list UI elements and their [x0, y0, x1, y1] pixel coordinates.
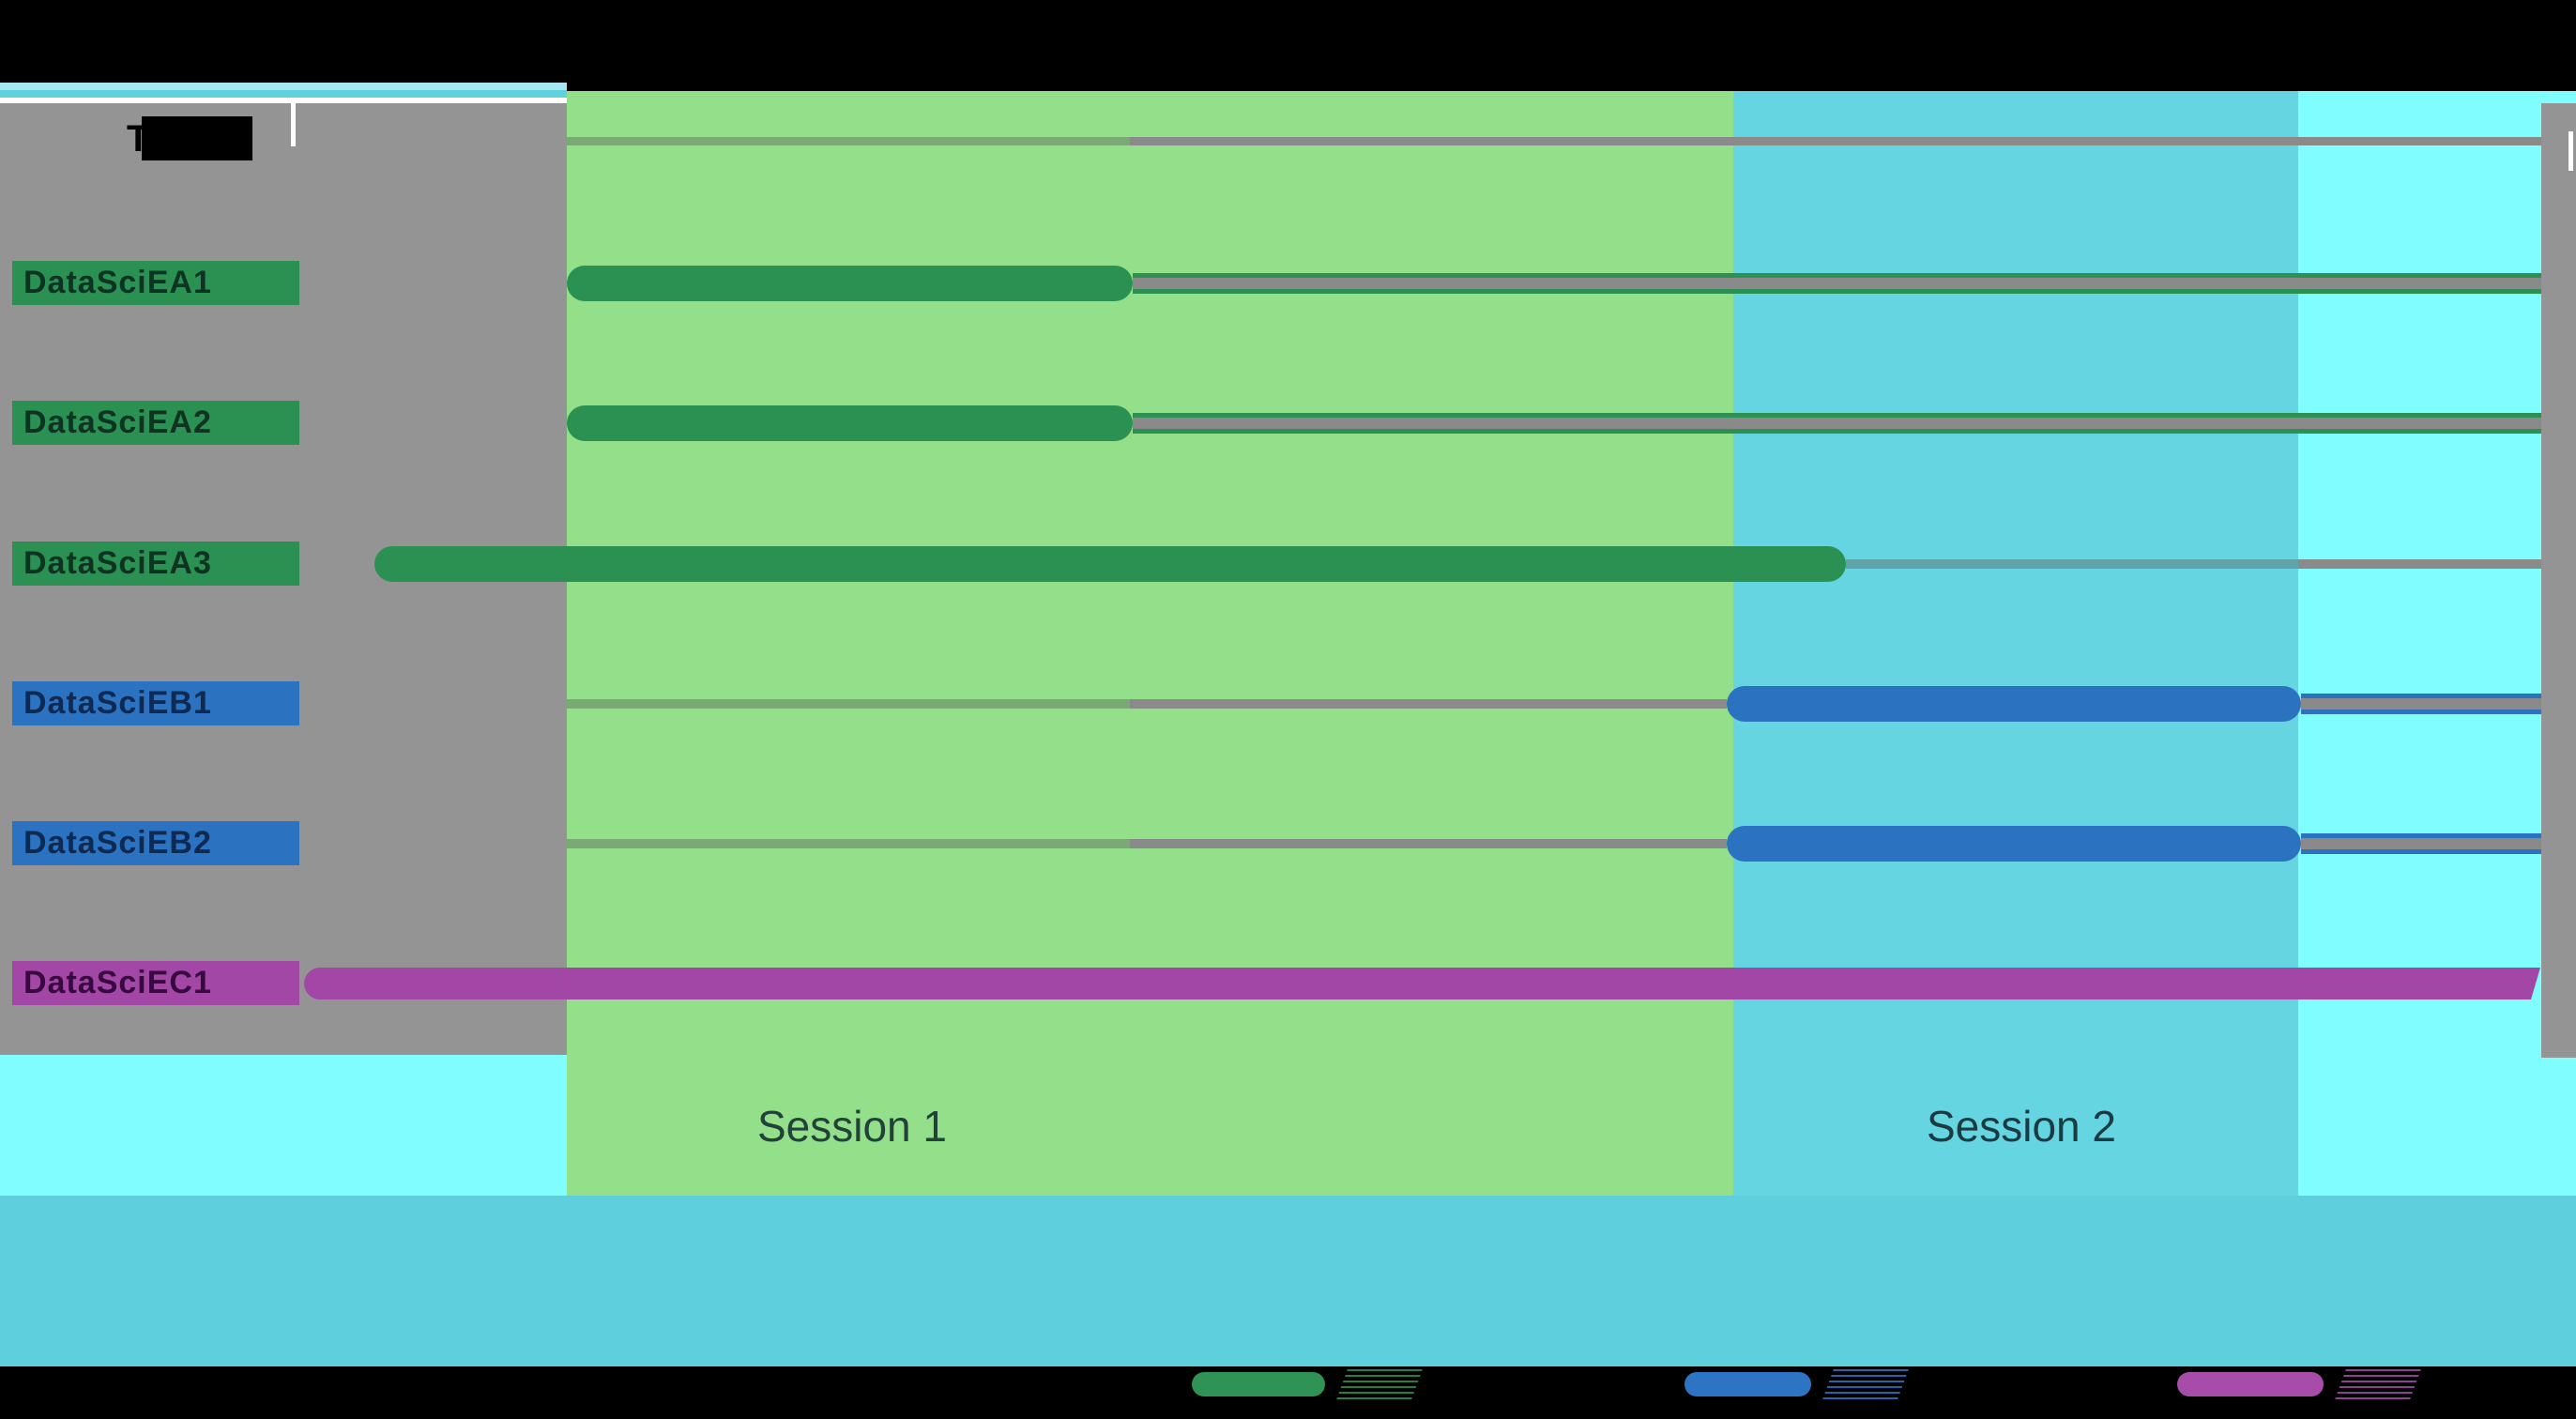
task-label-chip: DataSciEB2: [12, 821, 299, 865]
task-bar-remainder-outline: [2301, 833, 2541, 854]
legend-label-streak-series-purple: [2335, 1369, 2421, 1399]
left-axis-tick: [291, 98, 296, 146]
task-line-muted: [1846, 559, 2298, 569]
left-cyan-block: [0, 1055, 567, 1196]
task-label: DataSciEA3: [23, 545, 212, 581]
legend-swatch-series-green: [1192, 1372, 1325, 1396]
task-bar: [1727, 826, 2301, 862]
task-label: DataSciEC1: [23, 965, 212, 1000]
task-bar-remainder-outline: [1133, 413, 2541, 434]
task-label-chip: DataSciEA2: [12, 401, 299, 445]
task-label-chip: DataSciEC1: [12, 961, 299, 1005]
session-2-band: [1733, 91, 2298, 1196]
top-gridline-solid: [1130, 137, 2541, 145]
legend-swatch-series-purple: [2177, 1372, 2324, 1396]
task-bar: [304, 968, 2540, 999]
task-label: DataSciEB2: [23, 825, 212, 861]
task-line-muted: [567, 839, 1130, 848]
right-axis-tick: [2568, 131, 2573, 171]
top-strip-teal: [0, 90, 567, 98]
task-label-chip: DataSciEA1: [12, 261, 299, 305]
top-strip-light: [0, 83, 567, 90]
task-bar: [374, 546, 1846, 582]
task-bar-remainder-outline: [2301, 694, 2541, 714]
bottom-teal-band: [0, 1196, 2576, 1366]
legend-label-streak-series-green: [1336, 1369, 1423, 1399]
task-bar: [567, 266, 1133, 301]
task-label: DataSciEA1: [23, 265, 212, 300]
right-cyan-band: [2298, 91, 2576, 1196]
task-label: DataSciEA2: [23, 404, 212, 440]
task-bar: [567, 405, 1133, 441]
session-1-band: [567, 91, 1733, 1196]
legend-swatch-series-blue: [1684, 1372, 1811, 1396]
task-bar: [1727, 686, 2301, 722]
task-line-solid: [1130, 839, 1727, 848]
task-label-chip: DataSciEA3: [12, 542, 299, 586]
top-white-line: [0, 98, 567, 103]
session-2-label: Session 2: [1926, 1102, 2117, 1151]
task-line-solid: [2298, 559, 2541, 569]
legend-label-streak-series-blue: [1822, 1369, 1909, 1399]
top-gridline-muted: [567, 137, 1130, 145]
task-line-muted: [567, 699, 1130, 709]
task-line-solid: [1130, 699, 1727, 709]
task-bar-remainder-outline: [1133, 273, 2541, 294]
task-label-chip: DataSciEB1: [12, 681, 299, 725]
task-label: DataSciEB1: [23, 685, 212, 721]
axis-title-black-box: [142, 116, 252, 160]
session-1-label: Session 1: [756, 1102, 948, 1151]
right-gray-margin: [2541, 103, 2576, 1058]
